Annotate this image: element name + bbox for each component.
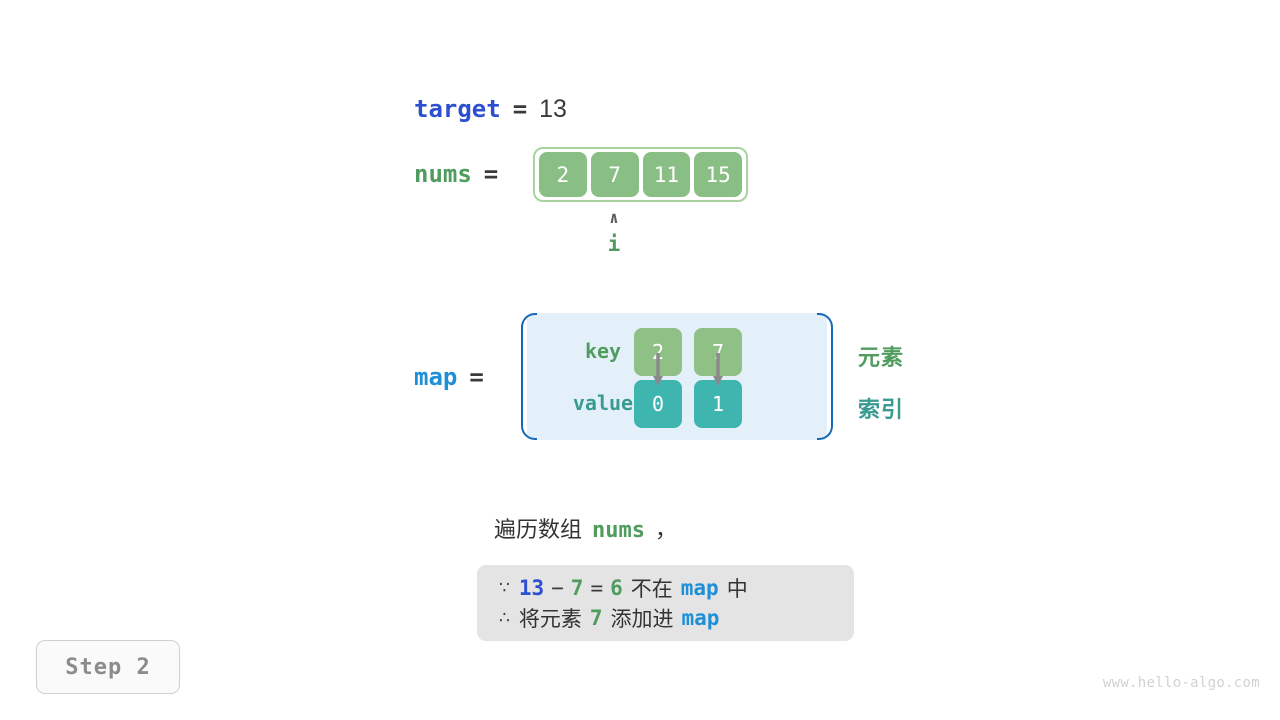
map-key-to-value-arrow-icon bbox=[653, 353, 663, 386]
note-equals-operator: = bbox=[590, 576, 604, 600]
note-complement-value: 6 bbox=[610, 576, 623, 600]
target-assignment-row: target = 13 bbox=[414, 92, 567, 126]
map-value-row-label: value bbox=[572, 391, 634, 415]
map-assignment-row: map = bbox=[414, 360, 484, 394]
map-right-bracket-icon bbox=[817, 313, 833, 440]
note-map-keyword: map bbox=[681, 606, 720, 630]
nums-array-cell: 2 bbox=[539, 152, 587, 197]
target-value: 13 bbox=[539, 94, 567, 123]
caption-text: 遍历数组 nums ， bbox=[494, 512, 677, 544]
nums-array-cell: 11 bbox=[642, 152, 691, 197]
map-equals-sign: = bbox=[469, 363, 484, 391]
pointer-caret-icon: ∧ bbox=[609, 208, 619, 227]
nums-assignment-row: nums = bbox=[414, 157, 498, 191]
map-value-cell: 0 bbox=[634, 380, 682, 428]
map-element-side-label: 元素 bbox=[858, 345, 905, 370]
map-key-to-value-arrow-icon bbox=[713, 353, 723, 386]
map-value-cell: 1 bbox=[694, 380, 742, 428]
caption-suffix: ， bbox=[655, 517, 678, 542]
therefore-symbol-icon: ∴ bbox=[499, 608, 510, 627]
note-text-end: 中 bbox=[726, 578, 748, 601]
nums-array-cell: 7 bbox=[590, 152, 639, 197]
site-watermark: www.hello-algo.com bbox=[1102, 675, 1260, 691]
nums-variable-label: nums bbox=[414, 160, 472, 188]
nums-equals-sign: = bbox=[483, 160, 499, 188]
explanation-note-box: ∵ 13 − 7 = 6 不在 map 中 ∴ 将元素 7 添加进 map bbox=[477, 565, 854, 641]
note-current-element: 7 bbox=[570, 576, 584, 600]
because-symbol-icon: ∵ bbox=[499, 578, 510, 597]
map-key-cell: 2 bbox=[634, 328, 682, 376]
step-badge: Step 2 bbox=[36, 640, 180, 694]
caption-prefix: 遍历数组 bbox=[494, 517, 583, 542]
map-left-bracket-icon bbox=[521, 313, 537, 440]
nums-array-container: 2 7 11 15 bbox=[533, 147, 748, 202]
note-map-keyword: map bbox=[680, 576, 719, 600]
map-index-side-label: 索引 bbox=[858, 397, 905, 422]
nums-array-cell: 15 bbox=[694, 152, 742, 197]
pointer-index-label: i bbox=[607, 232, 621, 256]
note-minus-operator: − bbox=[551, 576, 564, 600]
target-equals-sign: = bbox=[512, 95, 528, 123]
note-text-middle: 不在 bbox=[630, 578, 673, 601]
note-action-text-start: 将元素 bbox=[518, 608, 582, 631]
note-added-element: 7 bbox=[589, 606, 603, 630]
map-key-row-label: key bbox=[584, 339, 622, 363]
note-line-1: ∵ 13 − 7 = 6 不在 map 中 bbox=[499, 573, 832, 603]
note-action-text-middle: 添加进 bbox=[610, 608, 674, 631]
note-target-value: 13 bbox=[518, 576, 545, 600]
map-container: key value 2 7 0 1 bbox=[521, 313, 833, 440]
note-line-2: ∴ 将元素 7 添加进 map bbox=[499, 603, 832, 633]
target-variable-label: target bbox=[414, 95, 501, 123]
caption-code-token: nums bbox=[592, 518, 645, 543]
map-variable-label: map bbox=[414, 363, 458, 391]
